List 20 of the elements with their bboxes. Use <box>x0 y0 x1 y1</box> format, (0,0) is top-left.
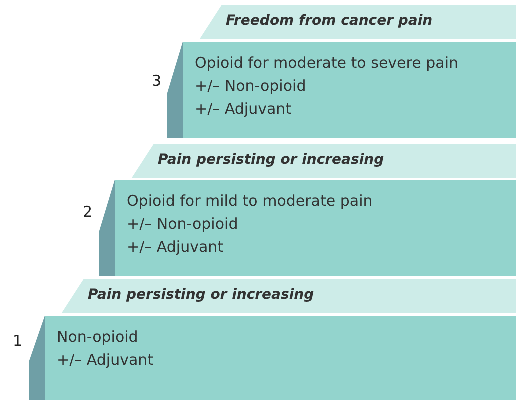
band-caption: Pain persisting or increasing <box>88 287 314 303</box>
ladder-step <box>183 42 516 138</box>
step-number: 1 <box>13 332 23 350</box>
band-caption: Pain persisting or increasing <box>158 152 384 168</box>
step-number: 2 <box>83 203 93 221</box>
ladder-step <box>45 316 516 400</box>
step-number: 3 <box>152 72 162 90</box>
step-text: Opioid for moderate to severe pain <box>195 53 460 74</box>
step-text: Opioid for mild to moderate pain <box>127 191 374 212</box>
ladder-band <box>200 5 516 39</box>
step-text: +/– Adjuvant <box>195 99 293 120</box>
step-text: Non-opioid <box>57 327 140 348</box>
ladder-band <box>132 144 516 178</box>
step-text: +/– Adjuvant <box>127 237 225 258</box>
step-text: +/– Non-opioid <box>127 214 240 235</box>
step-text: +/– Non-opioid <box>195 76 308 97</box>
ladder-step <box>115 180 516 276</box>
ladder-band <box>62 279 516 313</box>
band-caption: Freedom from cancer pain <box>226 13 433 29</box>
step-text: +/– Adjuvant <box>57 350 155 371</box>
